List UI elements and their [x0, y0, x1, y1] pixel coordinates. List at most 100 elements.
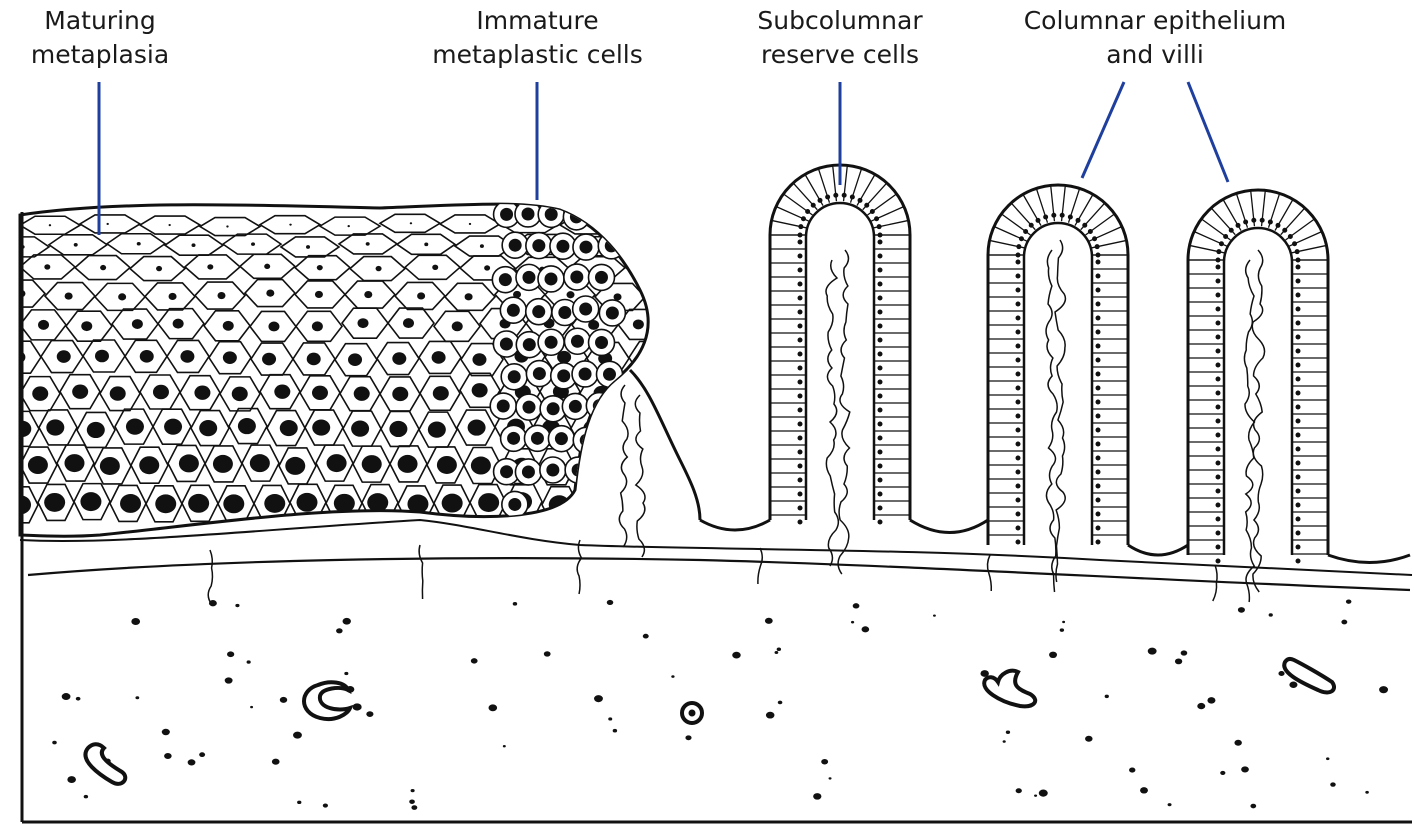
cell-nucleus	[351, 421, 369, 437]
columnar-nucleus	[878, 422, 883, 427]
cell-nucleus	[362, 455, 382, 473]
cell-nucleus	[480, 244, 484, 248]
immature-cell-nucleus	[507, 304, 520, 317]
stroma-gland-lumen	[689, 710, 696, 717]
cell-nucleus	[274, 384, 290, 398]
columnar-nucleus	[878, 478, 883, 483]
columnar-nucleus	[1216, 377, 1221, 382]
columnar-nucleus	[878, 310, 883, 315]
columnar-nucleus	[1229, 228, 1234, 233]
columnar-nucleus	[798, 233, 803, 238]
label-immature-line1: Immature	[400, 4, 675, 38]
cell-nucleus	[188, 494, 209, 513]
columnar-nucleus	[833, 193, 838, 198]
stroma-top-boundary	[28, 558, 1410, 590]
cell-nucleus	[38, 320, 49, 330]
cell-nucleus	[264, 494, 285, 513]
columnar-nucleus	[1216, 545, 1221, 550]
stroma-nucleus	[1278, 671, 1284, 676]
cell-nucleus	[32, 386, 48, 400]
stroma-nucleus	[775, 651, 779, 654]
columnar-nucleus	[1060, 213, 1065, 218]
columnar-nucleus	[1296, 265, 1301, 270]
stroma-nucleus	[280, 697, 287, 703]
columnar-nucleus	[1216, 391, 1221, 396]
stroma-nucleus	[353, 703, 362, 710]
cell-nucleus	[657, 492, 678, 511]
squamous-cell	[647, 410, 685, 445]
cell-nucleus	[407, 495, 428, 514]
cell-nucleus	[433, 386, 449, 400]
columnar-nucleus	[870, 209, 875, 214]
cell-nucleus	[65, 292, 73, 299]
label-immature-metaplastic-cells: Immature metaplastic cells	[400, 4, 675, 72]
capillary	[635, 395, 645, 557]
label-subcolumnar-line1: Subcolumnar	[735, 4, 945, 38]
cell-nucleus	[153, 385, 169, 399]
columnar-nucleus	[1296, 433, 1301, 438]
stroma-nucleus	[323, 804, 328, 808]
immature-cell	[589, 202, 615, 228]
columnar-nucleus	[1292, 241, 1297, 246]
stroma-nucleus	[1241, 766, 1249, 772]
cell-nucleus	[223, 351, 237, 364]
cell-nucleus	[100, 457, 120, 475]
columnar-nucleus	[798, 408, 803, 413]
cell-nucleus	[81, 321, 92, 331]
columnar-nucleus	[798, 254, 803, 259]
cell-nucleus	[587, 495, 608, 514]
cell-nucleus	[132, 319, 143, 329]
columnar-nucleus	[798, 436, 803, 441]
columnar-nucleus	[1016, 526, 1021, 531]
immature-cell	[586, 393, 612, 419]
immature-cell-nucleus	[596, 209, 609, 222]
immature-cell-nucleus	[521, 207, 534, 220]
stroma-nucleus	[1034, 794, 1037, 796]
immature-cell-nucleus	[545, 208, 558, 221]
immature-cell-nucleus	[570, 271, 583, 284]
stroma-nucleus	[594, 695, 603, 702]
cell-nucleus	[428, 422, 446, 438]
squamous-cell	[650, 483, 686, 519]
cell-nucleus	[452, 321, 463, 331]
columnar-nucleus	[1216, 349, 1221, 354]
stroma-nucleus	[513, 602, 517, 606]
crypt-floor	[700, 520, 770, 530]
stroma-nucleus	[1039, 790, 1048, 797]
cell-nucleus	[567, 291, 575, 298]
stroma-nucleus	[766, 712, 774, 719]
cell-nucleus	[376, 266, 382, 271]
columnar-nucleus	[1216, 531, 1221, 536]
cell-nucleus	[327, 454, 347, 472]
stroma-nucleus	[336, 628, 343, 633]
columnar-nucleus	[1216, 405, 1221, 410]
immature-cell-nucleus	[556, 240, 569, 253]
columnar-nucleus	[798, 352, 803, 357]
cell-nucleus	[106, 223, 108, 225]
cell-nucleus	[472, 353, 486, 366]
stroma-nucleus	[1326, 757, 1329, 760]
cell-nucleus	[28, 456, 48, 474]
columnar-nucleus	[1096, 414, 1101, 419]
columnar-nucleus	[1016, 386, 1021, 391]
stroma-nucleus	[1049, 652, 1057, 658]
immature-cell-nucleus	[579, 303, 592, 316]
cell-nucleus	[110, 386, 126, 400]
columnar-nucleus	[858, 198, 863, 203]
cell-nucleus	[348, 353, 362, 366]
immature-cell-nucleus	[522, 271, 535, 284]
cell-nucleus	[232, 387, 248, 401]
columnar-nucleus	[1216, 335, 1221, 340]
label-immature-line2: metaplastic cells	[400, 38, 675, 72]
cell-nucleus	[213, 455, 233, 473]
columnar-nucleus	[1216, 489, 1221, 494]
columnar-nucleus	[877, 224, 882, 229]
columnar-nucleus	[798, 422, 803, 427]
columnar-nucleus	[878, 492, 883, 497]
cell-nucleus	[139, 456, 159, 474]
columnar-nucleus	[878, 520, 883, 525]
immature-cell-nucleus	[571, 335, 584, 348]
columnar-nucleus	[798, 478, 803, 483]
leader-columnar-left	[1082, 82, 1124, 178]
stroma-nucleus	[1341, 620, 1347, 625]
